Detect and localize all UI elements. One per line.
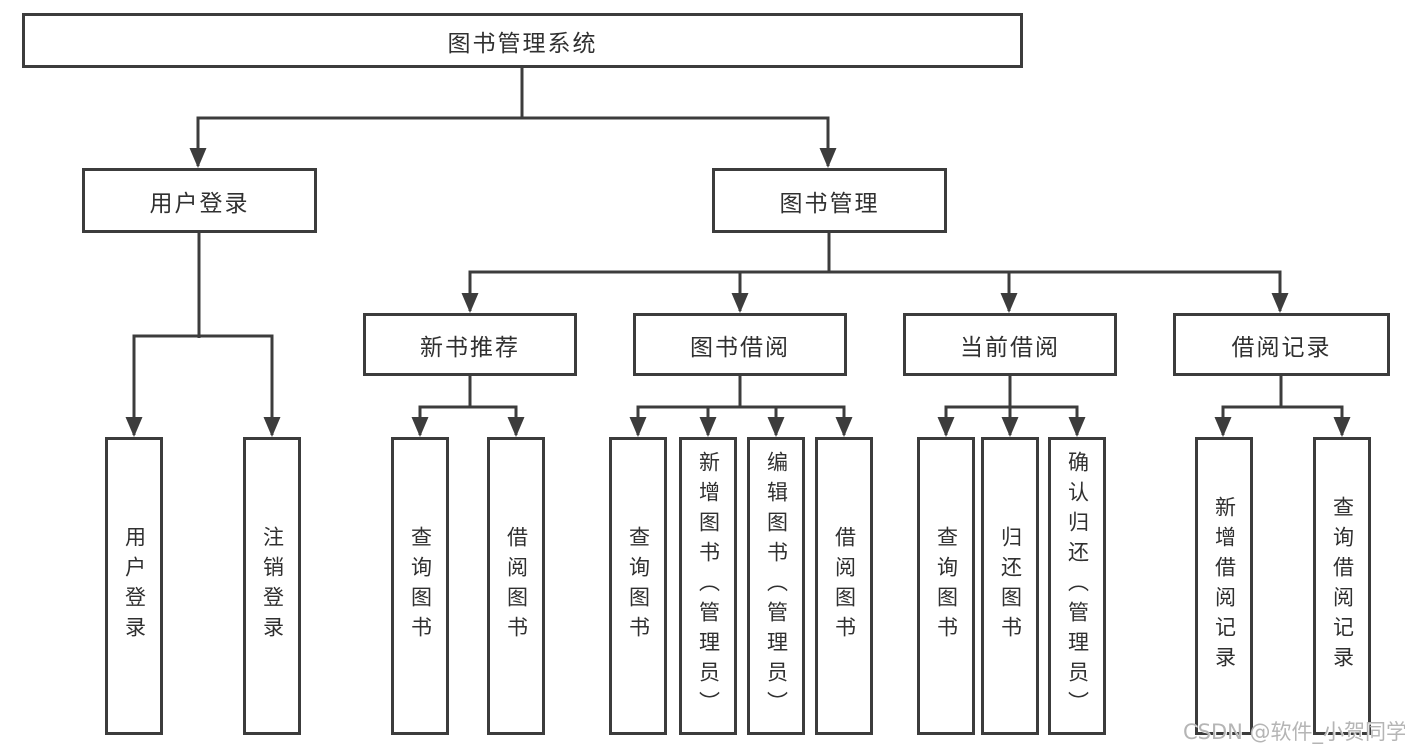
leaf-add-book-admin: 新增图书（管理员） [679,437,737,735]
leaf-logout-label: 注销登录 [260,526,285,646]
node-new-book-recommend: 新书推荐 [363,313,577,376]
leaf-borrow-books-label: 借阅图书 [832,526,857,646]
leaf-add-book-admin-label: 新增图书（管理员） [696,451,721,721]
leaf-recommend-query-books-label: 查询图书 [408,526,433,646]
node-book-borrow-label: 图书借阅 [690,334,790,361]
node-borrow-records-label: 借阅记录 [1231,334,1332,361]
node-root-label: 图书管理系统 [447,30,598,57]
leaf-add-borrow-record: 新增借阅记录 [1195,437,1253,735]
leaf-query-borrow-record: 查询借阅记录 [1313,437,1371,735]
leaf-recommend-borrow-books: 借阅图书 [487,437,545,735]
leaf-recommend-borrow-books-label: 借阅图书 [504,526,529,646]
connector-paths [132,68,1344,435]
leaf-query-borrow-record-label: 查询借阅记录 [1330,496,1355,676]
leaf-user-login: 用户登录 [105,437,163,735]
leaf-recommend-query-books: 查询图书 [391,437,449,735]
leaf-confirm-return-admin-label: 确认归还（管理员） [1065,451,1090,721]
leaf-add-borrow-record-label: 新增借阅记录 [1212,496,1237,676]
node-current-borrow-label: 当前借阅 [960,334,1060,361]
leaf-current-query-books: 查询图书 [917,437,975,735]
leaf-borrow-query-books-label: 查询图书 [626,526,651,646]
node-root: 图书管理系统 [22,13,1023,68]
node-book-management-label: 图书管理 [779,190,880,217]
leaf-edit-book-admin-label: 编辑图书（管理员） [764,451,789,721]
node-book-management: 图书管理 [712,168,947,233]
leaf-user-login-label: 用户登录 [122,526,147,646]
leaf-borrow-books: 借阅图书 [815,437,873,735]
node-user-login: 用户登录 [82,168,317,233]
leaf-return-book-label: 归还图书 [998,526,1023,646]
node-user-login-label: 用户登录 [149,190,250,217]
node-book-borrow: 图书借阅 [633,313,847,376]
leaf-return-book: 归还图书 [981,437,1039,735]
leaf-borrow-query-books: 查询图书 [609,437,667,735]
leaf-edit-book-admin: 编辑图书（管理员） [747,437,805,735]
node-current-borrow: 当前借阅 [903,313,1117,376]
leaf-confirm-return-admin: 确认归还（管理员） [1048,437,1106,735]
node-borrow-records: 借阅记录 [1173,313,1390,376]
watermark: CSDN @软件_小贺同学 [1183,720,1405,744]
leaf-logout: 注销登录 [243,437,301,735]
leaf-current-query-books-label: 查询图书 [934,526,959,646]
node-new-book-recommend-label: 新书推荐 [420,334,520,361]
